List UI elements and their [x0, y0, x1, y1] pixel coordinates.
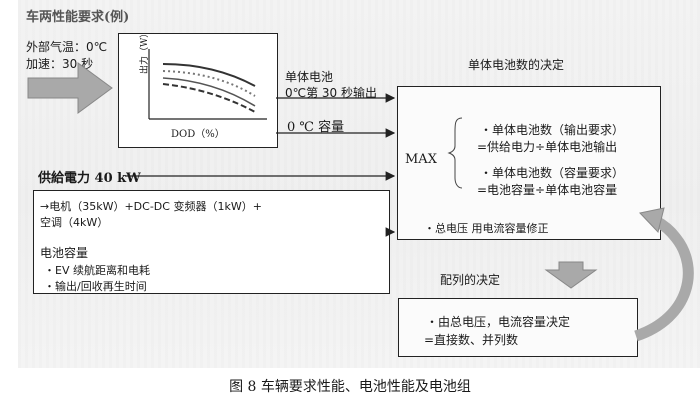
battery-capacity-heading: 电池容量	[40, 246, 89, 260]
rule-output-line-1: ・单体电池数（输出要求）	[480, 123, 625, 137]
arrangement-heading: 配列的决定	[440, 273, 501, 287]
chart-curve-2	[162, 70, 256, 97]
requirements-info-box	[33, 190, 390, 294]
cell-count-decision-box	[397, 86, 661, 240]
battery-capacity-item-2: ・输出/回收再生时间	[44, 280, 147, 293]
battery-capacity-item-1: ・EV 续航距离和电耗	[44, 264, 150, 277]
rule-output-line-2: =供给电力÷单体电池输出	[477, 140, 618, 154]
cell-output-label-2: 0℃第 30 秒输出	[285, 86, 378, 100]
cell-count-heading: 单体电池数的决定	[468, 58, 565, 72]
figure-caption: 图 8 车辆要求性能、电池性能及电池组	[229, 379, 471, 395]
supply-power-label: 供給電力 40 kW	[38, 171, 141, 186]
rule-capacity-line-1: ・单体电池数（容量要求）	[480, 166, 625, 180]
arrangement-line-1: ・由总电压，电流容量决定	[426, 315, 571, 329]
arrangement-result-box	[398, 298, 638, 357]
feedback-arrow-head-icon	[639, 207, 665, 234]
chart-curve-1	[162, 63, 256, 87]
voltage-correction-note: ・总电压 用电流容量修正	[424, 222, 549, 235]
max-label: MAX	[405, 152, 437, 167]
arrangement-line-2: =直接数、并列数	[424, 333, 519, 347]
input-block-arrow-icon	[27, 62, 113, 114]
loads-line-1: →电机（35kW）+DC-DC 变频器（1kW）+	[40, 200, 262, 213]
loads-line-2: 空调（4kW）	[40, 216, 109, 229]
down-block-arrow-icon	[544, 261, 598, 289]
chart-curve-4	[162, 83, 256, 113]
chart-xlabel: DOD（%）	[171, 129, 225, 140]
diagram-title: 车两性能要求(例)	[26, 10, 130, 25]
output-dod-curves	[148, 49, 267, 120]
rule-capacity-line-2: =电池容量÷单体电池容量	[477, 183, 618, 197]
cell-output-label-1: 单体电池	[285, 70, 334, 84]
output-dod-chart-box: 出力（W） DOD（%）	[118, 29, 278, 148]
max-brace-icon	[447, 117, 463, 189]
feedback-curve-arrow-icon	[634, 216, 694, 342]
cell-capacity-label: 0 ℃ 容量	[287, 120, 345, 135]
acceleration-condition: 加速：30 秒	[26, 57, 94, 71]
chart-curve-3	[162, 77, 256, 107]
outside-temp-condition: 外部气温：0℃	[26, 40, 108, 54]
